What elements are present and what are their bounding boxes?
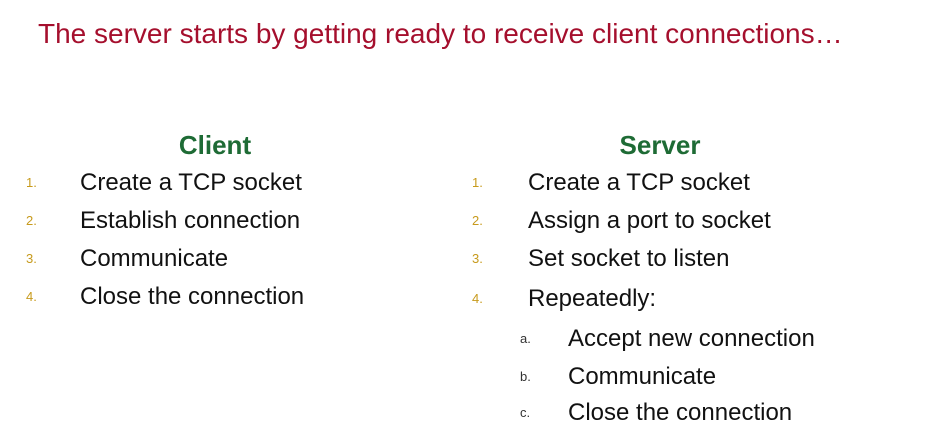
server-substep: c. Close the connection [0,396,920,430]
server-heading: Server [619,130,701,160]
client-step-text: Establish connection [80,207,301,234]
server-step-text: Set socket to listen [528,245,730,272]
server-step: 3. Set socket to listen [0,242,920,276]
server-step-text: Repeatedly: [528,285,657,312]
server-step-text: Create a TCP socket [528,169,750,196]
server-step: 4. Repeatedly: [0,282,920,316]
server-substep-letter: b. [520,369,531,384]
client-step-number: 4. [26,289,37,304]
server-step-number: 2. [472,213,483,228]
server-step-number: 3. [472,251,483,266]
client-heading: Client [178,130,252,160]
slide-title: The server starts by getting ready to re… [38,18,843,49]
server-substep-letter: a. [520,331,531,346]
server-step-text: Assign a port to socket [528,207,771,234]
client-step: 1. Create a TCP socket [0,166,420,200]
client-step: 2. Establish connection [0,204,420,238]
client-step-text: Create a TCP socket [80,169,302,196]
client-step-number: 1. [26,175,37,190]
server-step: 1. Create a TCP socket [0,166,920,200]
server-substep-text: Communicate [568,363,717,390]
server-step-number: 4. [472,291,483,306]
server-substep-text: Close the connection [568,399,793,426]
client-step-number: 2. [26,213,37,228]
server-substep: a. Accept new connection [0,322,920,356]
client-step-text: Close the connection [80,283,305,310]
client-step-text: Communicate [80,245,229,272]
server-step: 2. Assign a port to socket [0,204,920,238]
client-step: 4. Close the connection [0,280,420,314]
client-step: 3. Communicate [0,242,420,276]
server-substep: b. Communicate [0,360,920,394]
server-substep-letter: c. [520,405,531,420]
client-step-number: 3. [26,251,37,266]
server-step-number: 1. [472,175,483,190]
server-substep-text: Accept new connection [568,325,815,352]
